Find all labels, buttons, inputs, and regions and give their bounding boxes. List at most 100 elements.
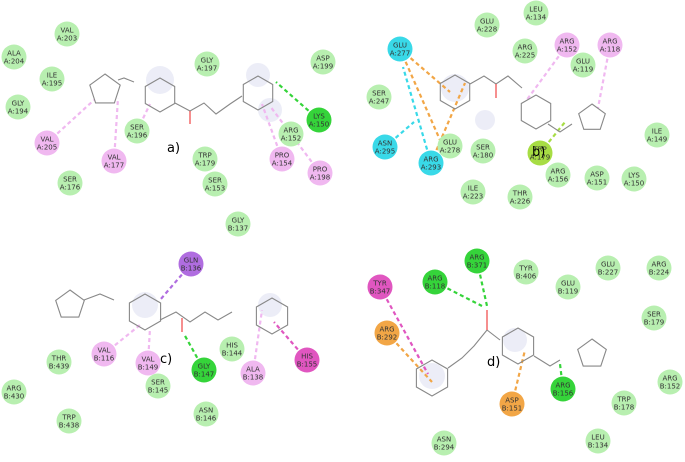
residue-id: A:195: [42, 80, 62, 88]
residue-disc: [387, 36, 413, 62]
panel-label: b): [532, 145, 545, 160]
residue-id: A:179: [530, 154, 550, 162]
residue-disc: [5, 94, 31, 120]
residue-disc: [1, 379, 27, 405]
residue-id: B:439: [49, 363, 70, 371]
residue-disc: [527, 140, 553, 166]
residue-id: A:194: [8, 108, 29, 116]
residue-id: B:430: [4, 393, 25, 401]
residue-name: ILE: [468, 185, 478, 193]
residue-disc: [194, 51, 220, 77]
residue-name: ARG: [427, 275, 442, 283]
residue-disc: [57, 170, 83, 196]
residue-name: ASN: [378, 140, 392, 148]
residue-name: ILE: [47, 72, 57, 80]
interaction-line: [136, 103, 151, 132]
phenyl-ring: [415, 359, 449, 397]
residue-name: GLU: [480, 18, 494, 26]
ether-link: [117, 77, 135, 83]
residue-id: B:145: [148, 387, 169, 395]
residue-name: ARG: [602, 38, 617, 46]
residue-id: B:119: [558, 288, 579, 296]
interaction-line: [398, 48, 442, 141]
residue-disc: [437, 133, 463, 159]
residue-disc: [278, 121, 304, 147]
residue-name: SER: [151, 379, 165, 387]
residue-id: B:152: [660, 383, 681, 391]
residue-name: ASP: [505, 397, 518, 405]
residue-name: ASP: [316, 55, 329, 63]
cyclopentyl-ring: [578, 103, 606, 130]
residue-name: ASN: [437, 436, 451, 444]
residue-disc: [1, 44, 27, 70]
solvent-halo: [258, 293, 282, 317]
residue-id: A:295: [375, 148, 395, 156]
residue-id: A:198: [310, 174, 330, 182]
residue-disc: [460, 179, 486, 205]
residue-id: A:203: [57, 35, 77, 43]
residue-disc: [554, 32, 580, 58]
solvent-halo: [246, 63, 270, 87]
panel-label: d): [487, 355, 500, 370]
residue-id: B:371: [467, 262, 488, 270]
residue-id: B:224: [649, 269, 670, 277]
residue-name: ARG: [559, 38, 574, 46]
residue-name: VAL: [40, 136, 53, 144]
cyclopentyl-ring: [89, 73, 121, 104]
residue-disc: [310, 49, 336, 75]
residue-id: B:179: [644, 319, 665, 327]
residue-id: A:223: [463, 193, 483, 201]
residue-disc: [178, 251, 204, 277]
residue-name: LYS: [628, 172, 640, 180]
residue-disc: [499, 391, 525, 417]
residue-name: HIS: [301, 353, 313, 361]
residue-name: ASP: [590, 171, 603, 179]
residue-name: GLU: [561, 280, 575, 288]
residue-id: A:150: [309, 121, 329, 129]
residue-name: GLN: [184, 257, 199, 265]
residue-disc: [56, 408, 82, 434]
residue-disc: [646, 255, 672, 281]
solvent-halo: [258, 98, 282, 122]
residue-disc: [39, 66, 65, 92]
residue-id: A:156: [548, 176, 569, 184]
residue-id: A:278: [440, 147, 460, 155]
residue-id: B:134: [588, 442, 609, 450]
phenyl-ring: [439, 74, 471, 110]
residue-name: ALA: [246, 366, 260, 374]
residue-disc: [372, 134, 398, 160]
enone-chain: [159, 311, 233, 323]
residue-disc: [54, 21, 80, 47]
residue-disc: [641, 305, 667, 331]
residue-id: A:293: [421, 164, 441, 172]
residue-disc: [202, 171, 228, 197]
residue-disc: [269, 146, 295, 172]
residue-name: GLY: [198, 363, 211, 371]
residue-id: A:277: [390, 50, 410, 58]
solvent-halo: [132, 292, 158, 318]
residue-name: GLU: [601, 261, 615, 269]
residue-name: SER: [63, 176, 77, 184]
residue-id: A:119: [573, 66, 593, 74]
residue-disc: [512, 38, 538, 64]
